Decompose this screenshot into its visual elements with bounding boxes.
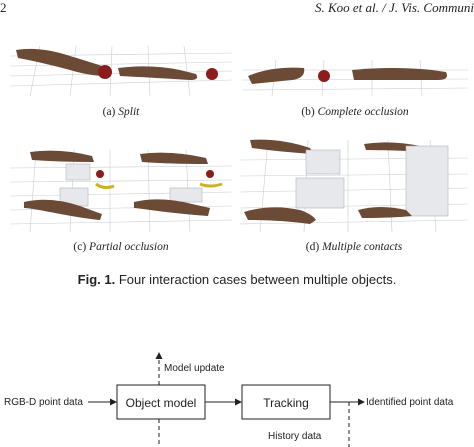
panel-a-name: Split — [118, 106, 140, 118]
figure-caption: Fig. 1. Four interaction cases between m… — [0, 272, 474, 287]
panel-a-image — [10, 36, 232, 96]
running-head: S. Koo et al. / J. Vis. Communi — [314, 0, 474, 15]
history-label: History data — [268, 431, 322, 442]
object-model-box — [116, 384, 206, 420]
figure-caption-label: Fig. 1. — [77, 272, 116, 287]
object-model-label: Object model — [126, 396, 197, 410]
input-label: RGB-D point data — [4, 397, 83, 408]
figure-caption-text: Four interaction cases between multiple … — [118, 272, 397, 287]
panel-d-image — [240, 130, 468, 232]
model-update-label: Model update — [164, 363, 225, 374]
panel-d-caption: (d) Multiple contacts — [240, 241, 468, 253]
panel-a-caption: (a) Split — [10, 106, 232, 118]
panel-c-caption: (c) Partial occlusion — [10, 241, 232, 253]
tracking-box — [241, 384, 331, 420]
pipeline-diagram: Model update RGB-D point data Object mod… — [4, 352, 454, 447]
page-number: 2 — [0, 0, 7, 15]
panel-a-label: (a) — [102, 106, 116, 118]
panel-b-name: Complete occlusion — [317, 106, 409, 118]
panel-d-label: (d) — [305, 241, 320, 253]
panel-c-label: (c) — [73, 241, 87, 253]
panel-b-image — [242, 50, 468, 96]
panel-b-label: (b) — [301, 106, 315, 118]
panel-c-name: Partial occlusion — [89, 241, 169, 253]
panel-b-caption: (b) Complete occlusion — [242, 106, 468, 118]
panel-c-image — [10, 140, 232, 232]
tracking-label: Tracking — [263, 396, 309, 410]
panel-d-name: Multiple contacts — [322, 241, 403, 253]
output-label: Identified point data — [366, 397, 454, 408]
